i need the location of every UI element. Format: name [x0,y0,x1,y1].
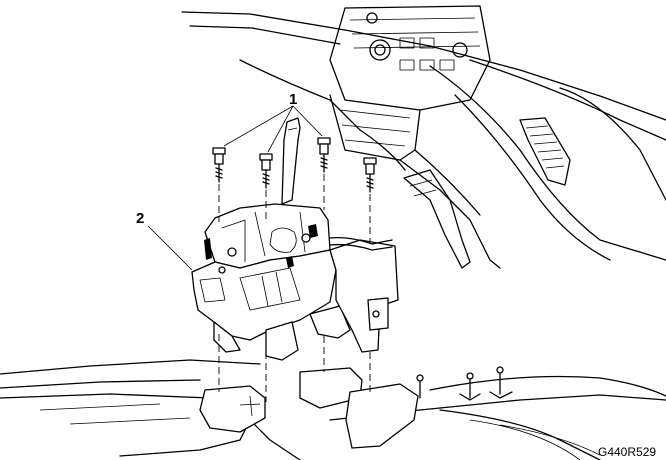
bolt-3 [317,137,331,372]
floor-pan [0,359,666,460]
bolt-2 [259,153,273,402]
instrument-panel [181,5,666,269]
shifter-assembly [191,117,399,361]
callout-2-leader [147,225,193,271]
bolt-1 [212,147,226,392]
bolt-4 [363,157,377,392]
callout-1-label: 1 [289,91,297,108]
callout-2-label: 2 [136,210,144,227]
figure-code: G440R529 [598,445,656,459]
callout-1-leaders [223,105,323,153]
